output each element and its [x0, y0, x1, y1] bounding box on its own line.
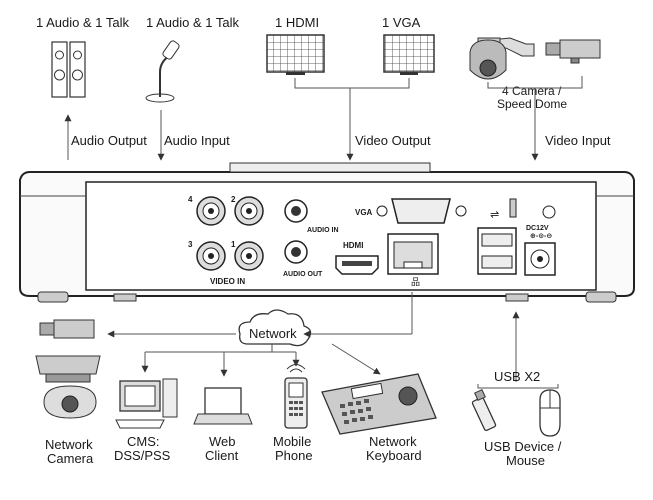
box-camera-icon: [545, 39, 601, 64]
svg-text:⇌: ⇌: [490, 209, 499, 221]
mobile-phone-icon: [284, 364, 308, 429]
network-cloud-icon: [238, 309, 312, 347]
mobile-phone-label-1: Mobile: [273, 434, 311, 449]
channel-3-label: 3: [188, 240, 193, 249]
video-output-label: Video Output: [355, 133, 431, 148]
audio-out-jack: [284, 240, 308, 264]
dc-label: DC12V: [526, 225, 549, 232]
speaker-icon: [51, 41, 86, 98]
power-port: DC12V ⊕-⊙-⊖: [524, 205, 556, 276]
audio-output-label: Audio Output: [71, 133, 147, 148]
speed-dome-icon: [469, 37, 535, 80]
channel-2-label: 2: [231, 195, 236, 204]
bnc-video-in-3: [196, 241, 226, 271]
hdmi-port-label: HDMI: [343, 241, 363, 250]
hdmi-monitor-label: 1 HDMI: [275, 15, 319, 30]
video-input-label: Video Input: [545, 133, 611, 148]
web-client-label-1: Web: [209, 434, 236, 449]
audio-in-label: AUDIO IN: [307, 227, 339, 234]
audio-out-label: AUDIO OUT: [283, 271, 323, 278]
network-camera-label-2: Camera: [47, 451, 94, 466]
bnc-video-in-2: [234, 196, 264, 226]
web-client-label-2: Client: [205, 448, 239, 463]
cms-label-1: CMS:: [127, 434, 160, 449]
network-camera-label-1: Network: [45, 437, 93, 452]
dc-polarity-label: ⊕-⊙-⊖: [530, 233, 552, 240]
cms-label-2: DSS/PSS: [114, 448, 171, 463]
network-keyboard-icon: [321, 373, 437, 435]
microphone-icon: [145, 40, 180, 103]
svg-text:品: 品: [411, 277, 420, 287]
usb-ports: ⇌: [477, 198, 517, 275]
mouse-icon: [539, 389, 561, 437]
usb-x2-label: USB X2: [494, 369, 540, 384]
network-camera-icon: [35, 319, 101, 419]
camera-label-line1: 4 Camera /: [502, 84, 562, 98]
hdmi-monitor-icon: [266, 34, 325, 75]
vga-monitor-label: 1 VGA: [382, 15, 421, 30]
audio-input-device-label: 1 Audio & 1 Talk: [146, 15, 239, 30]
vga-port: [376, 198, 467, 224]
bnc-video-in-1: [234, 241, 264, 271]
camera-label-line2: Speed Dome: [497, 97, 567, 111]
channel-1-label: 1: [231, 240, 236, 249]
bnc-video-in-4: [196, 196, 226, 226]
network-keyboard-label-1: Network: [369, 434, 417, 449]
vga-port-label: VGA: [355, 208, 373, 217]
laptop-icon: [193, 387, 253, 425]
mobile-phone-label-2: Phone: [275, 448, 313, 463]
top-connector-lines: [64, 76, 583, 161]
network-keyboard-label-2: Keyboard: [366, 448, 422, 463]
audio-output-device-label: 1 Audio & 1 Talk: [36, 15, 129, 30]
hdmi-port: [335, 255, 379, 275]
usb-device-label-1: USB Device /: [484, 439, 562, 454]
audio-input-label: Audio Input: [164, 133, 230, 148]
video-in-label: VIDEO IN: [210, 277, 245, 286]
channel-4-label: 4: [188, 195, 193, 204]
usb-stick-icon: [471, 389, 497, 432]
ethernet-port: 品: [387, 233, 439, 287]
audio-in-jack: [284, 199, 308, 223]
network-label: Network: [249, 326, 297, 341]
bottom-connector-lines: [107, 292, 559, 389]
usb-device-label-2: Mouse: [506, 453, 545, 468]
cms-pc-icon: [115, 378, 178, 429]
vga-monitor-icon: [383, 34, 435, 75]
